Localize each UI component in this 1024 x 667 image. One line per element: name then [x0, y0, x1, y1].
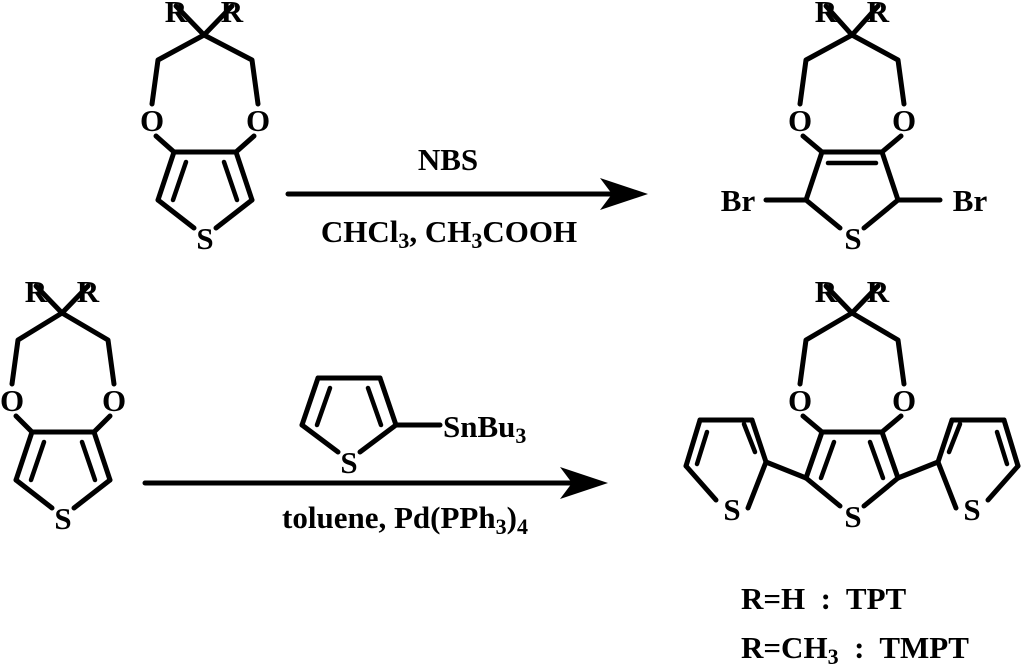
atom-r: R — [221, 0, 244, 29]
atom-o: O — [788, 103, 812, 138]
atom-s: S — [723, 492, 740, 527]
atom-o: O — [788, 383, 812, 418]
reactant-2-labels: R R O O S — [0, 274, 126, 536]
reagent-nbs: NBS — [418, 142, 478, 177]
atom-r: R — [815, 274, 838, 309]
atom-s: S — [340, 445, 357, 480]
atom-o: O — [0, 383, 24, 418]
atom-r: R — [815, 0, 838, 29]
atom-s: S — [963, 492, 980, 527]
reactant-1-labels: R R O O S — [140, 0, 270, 256]
atom-r: R — [165, 0, 188, 29]
atom-r: R — [77, 274, 100, 309]
atom-o: O — [102, 383, 126, 418]
atom-s: S — [844, 499, 861, 534]
stannyl-thiophene-structure — [299, 375, 443, 455]
atom-o: O — [246, 103, 270, 138]
reaction-arrow-2 — [142, 467, 608, 499]
atom-o: O — [140, 103, 164, 138]
atom-o: O — [892, 383, 916, 418]
atom-r: R — [867, 0, 890, 29]
product-1-structure — [763, 3, 943, 231]
product-1-labels: R R O O S Br Br — [721, 0, 988, 256]
legend-line-tmpt: R=CH3 : TMPT — [741, 630, 969, 667]
atom-s: S — [196, 221, 213, 256]
product-2-labels: R R O O S S S — [723, 274, 980, 534]
reaction-1-conditions: CHCl3, CH3COOH — [321, 214, 577, 253]
atom-r: R — [25, 274, 48, 309]
atom-s: S — [844, 221, 861, 256]
legend-line-tpt: R=H : TPT — [741, 581, 907, 616]
atom-br: Br — [953, 183, 988, 218]
reactant-1-structure — [149, 3, 261, 231]
atom-r: R — [867, 274, 890, 309]
atom-s: S — [54, 501, 71, 536]
reaction-arrow-1 — [285, 178, 648, 210]
product-2-structure — [683, 283, 1021, 511]
reaction-2-conditions: toluene, Pd(PPh3)4 — [282, 500, 528, 539]
reactant-2-structure — [9, 283, 117, 511]
atom-br: Br — [721, 183, 756, 218]
reagent-snbu3: SnBu3 — [443, 409, 526, 448]
atom-o: O — [892, 103, 916, 138]
